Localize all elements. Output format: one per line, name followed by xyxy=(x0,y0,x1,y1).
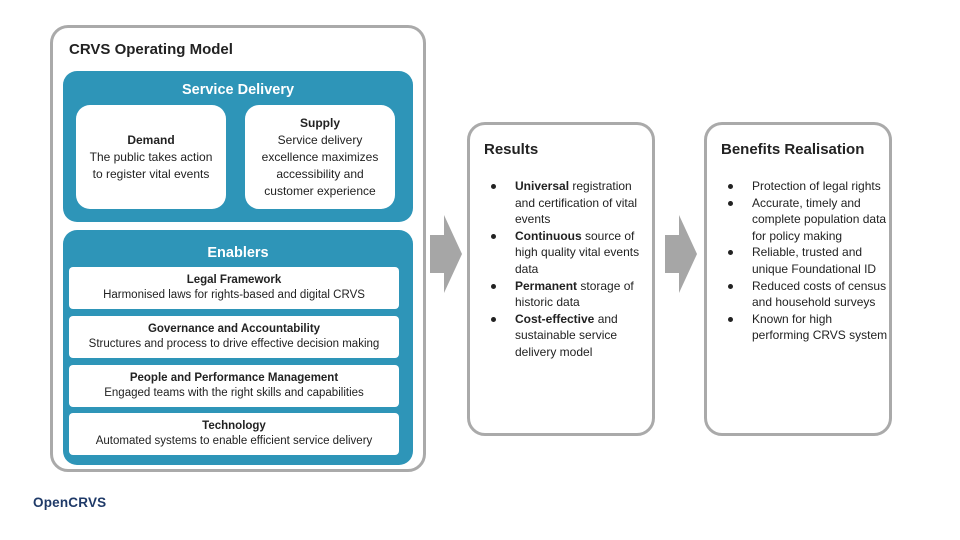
opencrvs-logo: OpenCRVS xyxy=(33,495,107,510)
supply-text: Service delivery excellence maximizes ac… xyxy=(261,132,379,198)
results-item: Permanent storage of historic data xyxy=(484,278,649,311)
results-item: Continuous source of high quality vital … xyxy=(484,228,649,278)
benefits-item: Protection of legal rights xyxy=(721,178,891,195)
enabler-title: Technology xyxy=(202,420,266,432)
enabler-technology: Technology Automated systems to enable e… xyxy=(69,413,399,455)
benefits-item: Reduced costs of census and household su… xyxy=(721,278,891,311)
enabler-title: Governance and Accountability xyxy=(147,323,321,335)
enabler-title: Legal Framework xyxy=(186,274,282,286)
enabler-people-performance: People and Performance Management Engage… xyxy=(69,365,399,407)
enabler-legal-framework: Legal Framework Harmonised laws for righ… xyxy=(69,267,399,309)
results-list: Universal registration and certification… xyxy=(484,178,649,361)
enabler-text: Automated systems to enable efficient se… xyxy=(95,435,373,447)
demand-text: The public takes action to register vita… xyxy=(89,149,213,181)
enabler-text: Structures and process to drive effectiv… xyxy=(88,338,380,350)
supply-title: Supply xyxy=(299,115,340,130)
results-item: Cost-effective and sustainable service d… xyxy=(484,311,649,361)
benefits-realisation-panel: Benefits Realisation Protection of legal… xyxy=(704,122,892,436)
results-title: Results xyxy=(484,141,539,158)
results-panel: Results Universal registration and certi… xyxy=(467,122,655,436)
service-delivery-title: Service Delivery xyxy=(181,82,295,98)
results-item: Universal registration and certification… xyxy=(484,178,649,228)
enabler-text: Harmonised laws for rights-based and dig… xyxy=(103,289,365,301)
benefits-list: Protection of legal rights Accurate, tim… xyxy=(721,178,891,344)
crvs-operating-model-panel: CRVS Operating Model Service Delivery De… xyxy=(50,25,426,472)
benefits-title: Benefits Realisation xyxy=(721,141,865,158)
demand-card: Demand The public takes action to regist… xyxy=(76,105,226,209)
demand-title: Demand xyxy=(127,132,175,147)
operating-model-title: CRVS Operating Model xyxy=(69,41,233,58)
flow-arrow-icon xyxy=(665,215,697,293)
service-delivery-section: Service Delivery Demand The public takes… xyxy=(63,71,413,222)
enabler-title: People and Performance Management xyxy=(129,372,339,384)
enabler-text: Engaged teams with the right skills and … xyxy=(104,387,364,399)
enablers-title: Enablers xyxy=(207,245,269,261)
enabler-governance: Governance and Accountability Structures… xyxy=(69,316,399,358)
supply-card: Supply Service delivery excellence maxim… xyxy=(245,105,395,209)
benefits-item: Known for high performing CRVS system xyxy=(721,311,891,344)
enablers-section: Enablers Legal Framework Harmonised laws… xyxy=(63,230,413,465)
flow-arrow-icon xyxy=(430,215,462,293)
benefits-item: Accurate, timely and complete population… xyxy=(721,195,891,245)
benefits-item: Reliable, trusted and unique Foundationa… xyxy=(721,244,891,277)
